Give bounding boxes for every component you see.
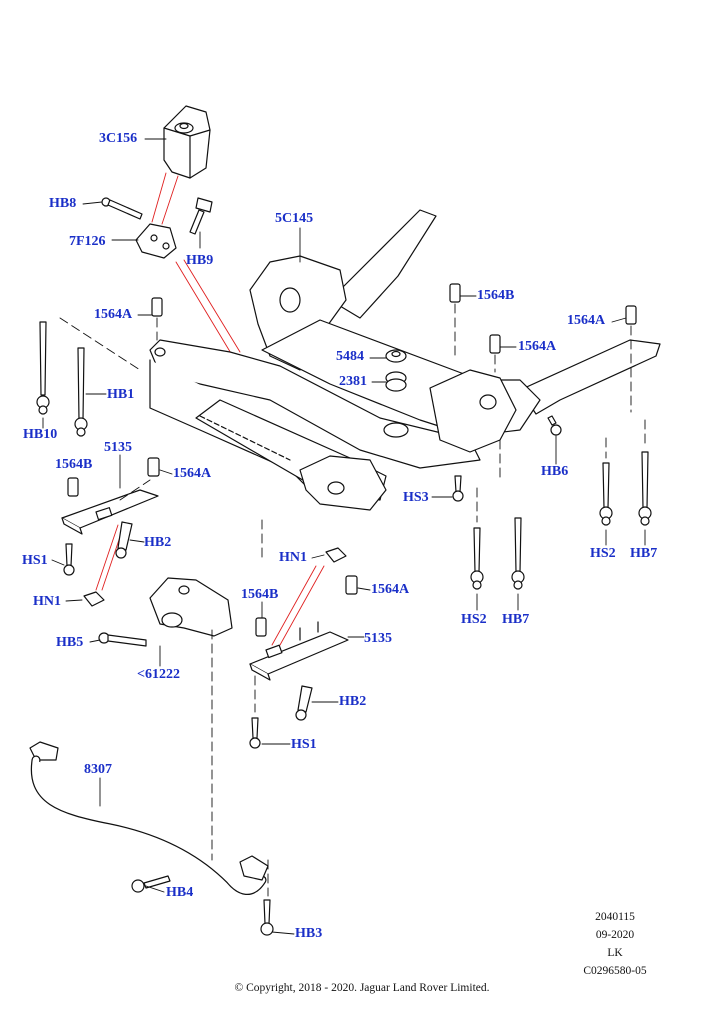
callout-hs1-2[interactable]: HS1 xyxy=(291,737,317,752)
callout-hb8[interactable]: HB8 xyxy=(49,196,77,211)
callout-3c156[interactable]: 3C156 xyxy=(99,131,138,146)
leader-lines xyxy=(42,138,646,935)
callout-hb9[interactable]: HB9 xyxy=(186,253,214,268)
mount-3c156 xyxy=(163,105,211,179)
callout-hb6[interactable]: HB6 xyxy=(541,464,569,479)
callout-61222[interactable]: <61222 xyxy=(137,667,180,682)
callout-1564b-1[interactable]: 1564B xyxy=(477,288,515,303)
mount-washers xyxy=(385,349,407,392)
bushings xyxy=(67,283,637,637)
bolt-hb9 xyxy=(189,197,213,235)
stabilizer-bar-8307 xyxy=(29,741,269,895)
bracket-5135-right xyxy=(249,621,349,681)
callout-1564b-2[interactable]: 1564B xyxy=(55,457,93,472)
callout-1564a-2[interactable]: 1564A xyxy=(518,339,557,354)
callout-hb3[interactable]: HB3 xyxy=(295,926,323,941)
callout-5135-1[interactable]: 5135 xyxy=(104,440,132,455)
callout-hs1-1[interactable]: HS1 xyxy=(22,553,48,568)
callout-hs2-1[interactable]: HS2 xyxy=(590,546,616,561)
callout-hb2-2[interactable]: HB2 xyxy=(339,694,367,709)
callout-1564a-3[interactable]: 1564A xyxy=(567,313,606,328)
callout-hs3[interactable]: HS3 xyxy=(403,490,429,505)
callout-hb10[interactable]: HB10 xyxy=(23,427,58,442)
callout-hb1[interactable]: HB1 xyxy=(107,387,135,402)
alignment-dashes xyxy=(59,303,646,897)
callout-5135-2[interactable]: 5135 xyxy=(364,631,392,646)
callout-1564a-1[interactable]: 1564A xyxy=(94,307,133,322)
callout-2381[interactable]: 2381 xyxy=(339,374,367,389)
callout-hb4[interactable]: HB4 xyxy=(166,885,194,900)
callout-hn1-1[interactable]: HN1 xyxy=(33,594,61,609)
nuts-hn1 xyxy=(83,547,347,607)
part-61222 xyxy=(149,577,233,637)
callout-8307[interactable]: 8307 xyxy=(84,762,112,777)
callout-hs2-2[interactable]: HS2 xyxy=(461,612,487,627)
callout-hn1-2[interactable]: HN1 xyxy=(279,550,307,565)
callout-hb7-1[interactable]: HB7 xyxy=(630,546,658,561)
callout-7f126[interactable]: 7F126 xyxy=(69,234,106,249)
bolt-hb8 xyxy=(101,197,143,220)
diagram-model: LK xyxy=(607,947,623,959)
short-bolts xyxy=(63,415,562,936)
diagram-date: 09-2020 xyxy=(595,929,635,941)
long-bolts xyxy=(36,321,652,590)
subframe-5c145 xyxy=(149,209,661,511)
callout-5484[interactable]: 5484 xyxy=(336,349,364,364)
bracket-7f126 xyxy=(135,223,177,259)
callout-1564b-3[interactable]: 1564B xyxy=(241,587,279,602)
callout-5c145[interactable]: 5C145 xyxy=(275,211,314,226)
bracket-5135-left xyxy=(61,489,159,535)
callout-hb2-1[interactable]: HB2 xyxy=(144,535,172,550)
copyright-notice: © Copyright, 2018 - 2020. Jaguar Land Ro… xyxy=(234,982,490,994)
callout-hb5[interactable]: HB5 xyxy=(56,635,84,650)
callout-1564a-5[interactable]: 1564A xyxy=(371,582,410,597)
diagram-reference: C0296580-05 xyxy=(583,965,647,977)
callout-1564a-4[interactable]: 1564A xyxy=(173,466,212,481)
callout-hb7-2[interactable]: HB7 xyxy=(502,612,530,627)
diagram-code: 2040115 xyxy=(595,911,635,923)
